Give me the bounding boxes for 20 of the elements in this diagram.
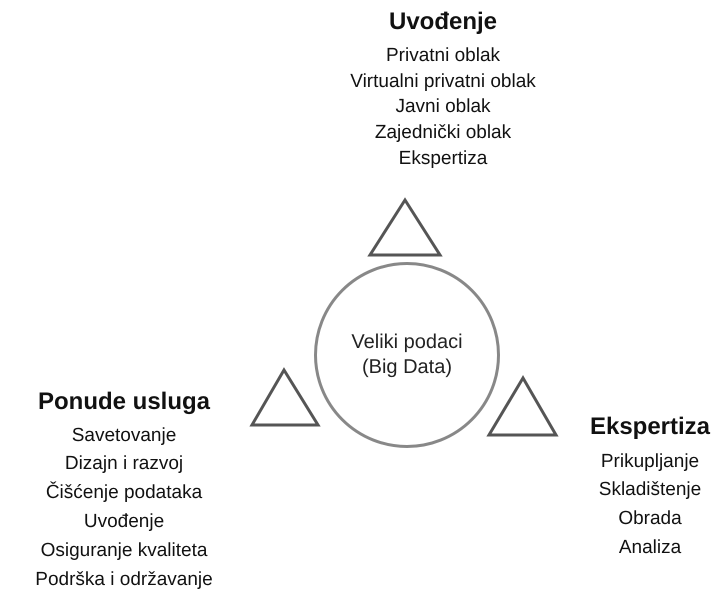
node-text: Veliki podaci (Big Data) — [350, 330, 464, 380]
list-item: Ekspertiza — [398, 148, 488, 170]
list-item: Skladištenje — [598, 479, 702, 501]
list-item: Privatni oblak — [386, 45, 500, 67]
list-item: Prikupljanje — [600, 451, 700, 473]
list-item: Dizajn i razvoj — [64, 453, 184, 475]
group-heading: Uvođenje — [388, 8, 498, 36]
list-item: Osiguranje kvaliteta — [40, 540, 208, 562]
group-heading: Ponude usluga — [38, 388, 210, 416]
list-item: Čišćenje podataka — [46, 482, 202, 504]
group-heading: Ekspertiza — [590, 413, 710, 441]
list-item: Savetovanje — [72, 425, 176, 447]
circle-node — [314, 262, 500, 448]
list-item: Javni oblak — [395, 96, 491, 118]
list-item: Analiza — [618, 537, 682, 559]
list-item: Podrška i održavanje — [35, 569, 213, 591]
list-item: Virtualni privatni oblak — [350, 71, 536, 93]
list-item: Zajednički oblak — [374, 122, 512, 144]
list-item: Obrada — [618, 508, 682, 530]
list-item: Uvođenje — [84, 511, 164, 533]
